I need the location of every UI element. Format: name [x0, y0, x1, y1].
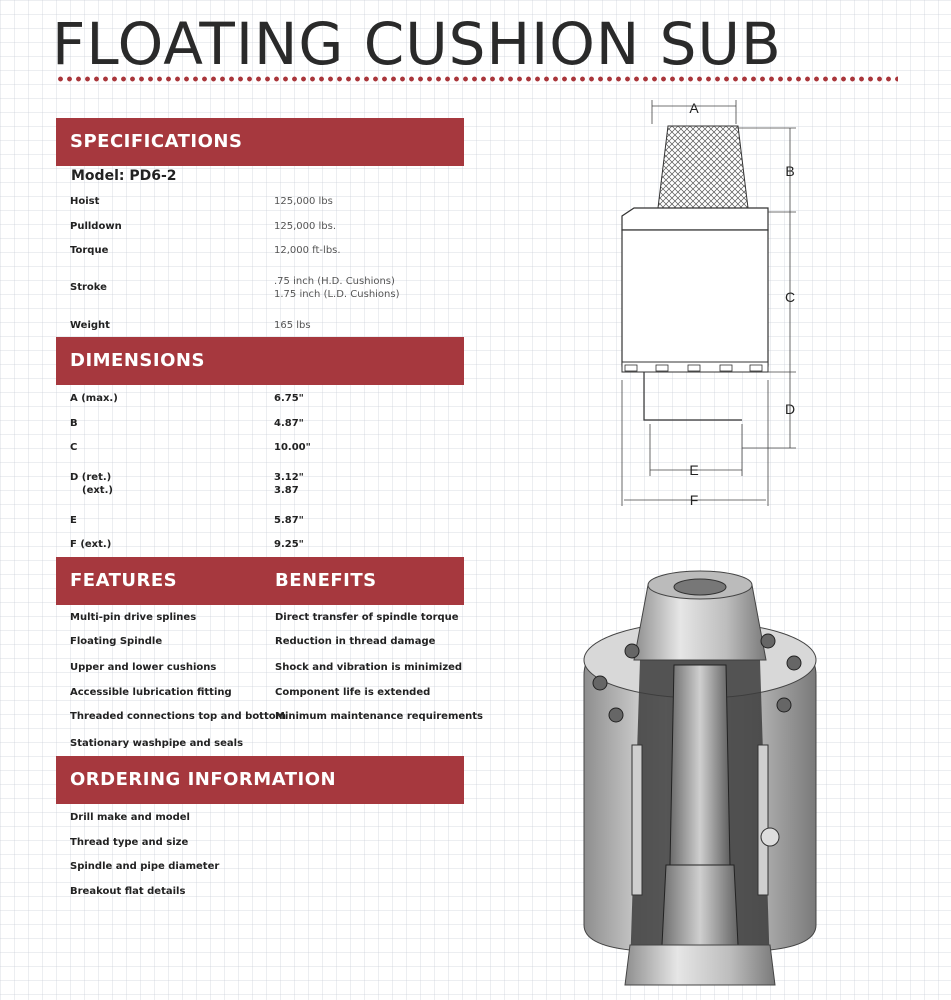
feature-item: Accessible lubrication fitting: [70, 687, 232, 698]
feature-item: Stationary washpipe and seals: [70, 738, 244, 749]
ordering-heading: ORDERING INFORMATION: [70, 769, 337, 790]
model-number: Model: PD6-2: [71, 168, 177, 184]
dim-label: A (max.): [70, 393, 118, 404]
dim-value: 3.12": [274, 472, 304, 483]
spindle-shape: [643, 372, 742, 421]
spec-label: Pulldown: [70, 221, 122, 232]
dimensions-header: DIMENSIONS: [56, 337, 464, 385]
ordering-header: ORDERING INFORMATION: [56, 756, 464, 804]
dim-value: 6.75": [274, 393, 304, 404]
spec-value: 125,000 lbs.: [274, 221, 337, 232]
dim-label-D: D: [785, 401, 795, 417]
benefit-item: Minimum maintenance requirements: [275, 711, 484, 722]
feature-item: Upper and lower cushions: [70, 662, 217, 673]
dim-label-secondary: (ext.): [82, 485, 113, 496]
dim-label-B: B: [785, 163, 794, 179]
ordering-item: Breakout flat details: [70, 886, 186, 897]
spline-marks: [624, 364, 763, 372]
dim-label-C: C: [785, 289, 795, 305]
benefits-heading: BENEFITS: [275, 570, 377, 591]
dim-value: 10.00": [274, 442, 311, 453]
flange-shape: [621, 207, 769, 231]
dim-label: B: [70, 418, 78, 429]
dotted-divider: [56, 76, 898, 82]
body-shape: [621, 229, 769, 367]
dim-label: E: [70, 515, 77, 526]
ordering-item: Thread type and size: [70, 837, 189, 848]
threaded-pin-shape: [657, 125, 749, 209]
feature-item: Multi-pin drive splines: [70, 612, 197, 623]
dim-label: D (ret.): [70, 472, 112, 483]
spec-label: Hoist: [70, 196, 100, 207]
specifications-heading: SPECIFICATIONS: [70, 131, 243, 152]
dim-label-A: A: [689, 100, 699, 116]
benefit-item: Reduction in thread damage: [275, 636, 436, 647]
spec-value: .75 inch (H.D. Cushions): [274, 276, 395, 287]
ordering-item: Spindle and pipe diameter: [70, 861, 220, 872]
benefit-item: Component life is extended: [275, 687, 431, 698]
page-title: FLOATING CUSHION SUB: [52, 10, 782, 78]
dim-label-F: F: [690, 492, 699, 508]
dim-value: 5.87": [274, 515, 304, 526]
spec-value: 125,000 lbs: [274, 196, 333, 207]
dimension-diagram: A B C D E F: [621, 100, 796, 508]
features-benefits-header: FEATURES BENEFITS: [56, 557, 464, 605]
dim-label-E: E: [689, 462, 698, 478]
cutaway-illustration: [583, 570, 817, 986]
feature-item: Floating Spindle: [70, 636, 163, 647]
dim-value-secondary: 3.87: [274, 485, 299, 496]
spec-value: 12,000 ft-lbs.: [274, 245, 341, 256]
specifications-header: SPECIFICATIONS: [56, 118, 464, 166]
dim-label: F (ext.): [70, 539, 112, 550]
benefit-item: Direct transfer of spindle torque: [275, 612, 459, 623]
spec-label: Torque: [70, 245, 109, 256]
dim-value: 4.87": [274, 418, 304, 429]
spec-value: 165 lbs: [274, 320, 311, 331]
spec-label: Weight: [70, 320, 110, 331]
dim-label: C: [70, 442, 78, 453]
feature-item: Threaded connections top and bottom: [70, 711, 287, 722]
dim-value: 9.25": [274, 539, 304, 550]
ordering-item: Drill make and model: [70, 812, 190, 823]
dimensions-heading: DIMENSIONS: [70, 350, 205, 371]
benefit-item: Shock and vibration is minimized: [275, 662, 463, 673]
spec-label: Stroke: [70, 282, 107, 293]
features-heading: FEATURES: [70, 570, 178, 591]
spec-value-secondary: 1.75 inch (L.D. Cushions): [274, 289, 400, 300]
